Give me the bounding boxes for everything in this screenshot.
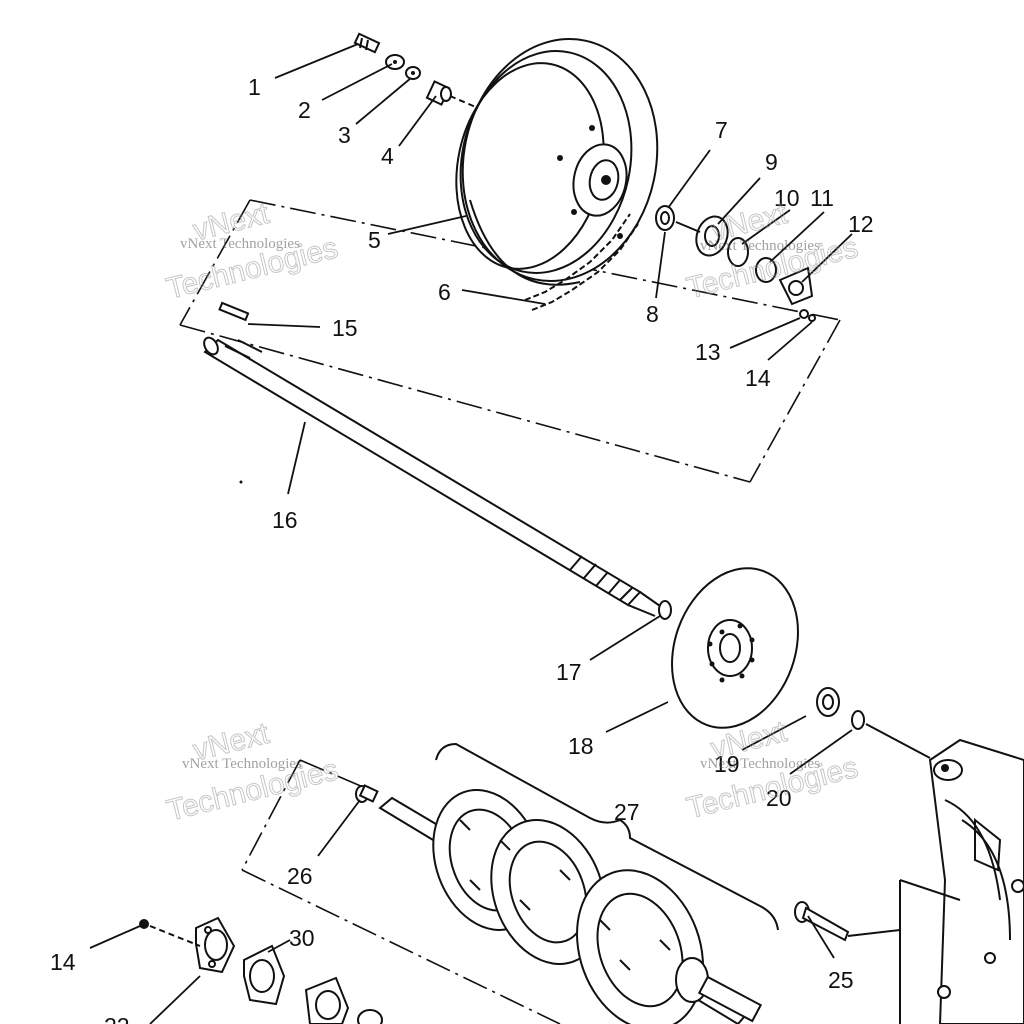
callout-18: 18 (568, 733, 594, 759)
bearing-19 (816, 687, 840, 717)
callout-9: 9 (765, 149, 778, 175)
chaincase-housing (899, 738, 1024, 1024)
watermark-upper-left: vNext vNext Technologies Technologies (163, 196, 342, 306)
flange-12 (778, 266, 814, 306)
stray-dot (239, 480, 243, 484)
drive-chain (524, 213, 639, 311)
spacer-4 (425, 80, 452, 106)
callout-labels: 1 2 3 4 5 6 7 8 9 10 11 12 13 14 15 16 1… (50, 74, 874, 1024)
callout-20: 20 (766, 785, 792, 811)
bolt-25 (794, 901, 901, 942)
watermark-text: vNext Technologies (700, 756, 820, 772)
nut-13 (799, 309, 809, 319)
flange-lower (304, 976, 350, 1024)
watermark-text: vNext Technologies (182, 756, 302, 772)
sleeve-11 (755, 257, 777, 283)
ring-20 (851, 710, 865, 730)
watermark-text: vNext Technologies (180, 236, 300, 252)
callout-11: 11 (810, 185, 834, 211)
callout-16: 16 (272, 507, 298, 533)
drive-shaft (203, 336, 661, 617)
callout-13: 13 (695, 339, 721, 365)
watermark-lower-left: vNext vNext Technologies Technologies (163, 716, 342, 828)
watermark-text: vNext Technologies (700, 238, 820, 254)
callout-25: 25 (828, 967, 854, 993)
callout-6: 6 (438, 279, 451, 305)
callout-7: 7 (715, 117, 728, 143)
bolt-26 (355, 784, 379, 803)
bolt-1 (353, 32, 381, 54)
callout-15: 15 (332, 315, 358, 341)
washer-14 (808, 314, 816, 322)
seal-lower (357, 1009, 383, 1024)
callout-14: 14 (745, 365, 771, 391)
assembly-27-bracket (435, 742, 779, 931)
callout-4: 4 (381, 143, 394, 169)
flange-30 (243, 944, 286, 1006)
nut-14-lower (139, 919, 149, 929)
callout-10: 10 (774, 185, 800, 211)
callout-12: 12 (848, 211, 874, 237)
leader-lines (89, 43, 853, 1024)
callout-26: 26 (287, 863, 313, 889)
seal-ring-17 (658, 600, 672, 620)
watermark-lower-right: vNext vNext Technologies Technologies (683, 714, 862, 825)
callout-22: 22 (104, 1013, 130, 1024)
flange-22 (195, 916, 236, 974)
shaft-key (218, 301, 250, 322)
callout-5: 5 (368, 227, 381, 253)
callout-3: 3 (338, 122, 351, 148)
brake-disc (671, 567, 799, 729)
callout-2: 2 (298, 97, 311, 123)
callout-1: 1 (248, 74, 261, 100)
callout-14-lower: 14 (50, 949, 76, 975)
callout-17: 17 (556, 659, 582, 685)
callout-27: 27 (614, 799, 640, 825)
callout-19: 19 (714, 751, 740, 777)
callout-8: 8 (646, 301, 659, 327)
washer-7 (655, 205, 675, 231)
callout-30: 30 (289, 925, 315, 951)
lower-group-outline (241, 759, 561, 1024)
track-drive-assembly (378, 789, 763, 1024)
drive-sprocket (455, 38, 659, 286)
race-10 (727, 237, 749, 267)
